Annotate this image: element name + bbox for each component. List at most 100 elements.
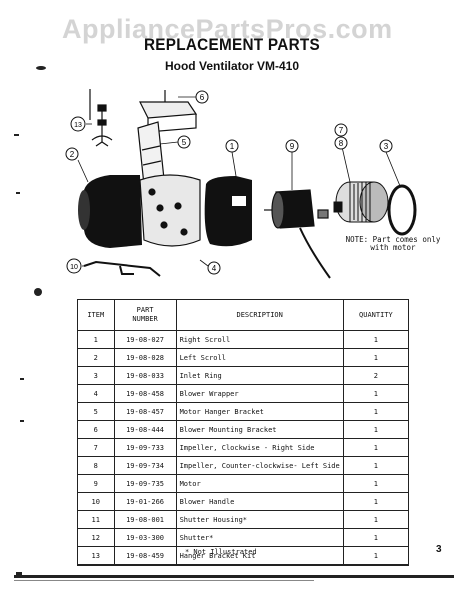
callout-6: 6	[195, 90, 209, 104]
cell-description: Blower Wrapper	[175, 384, 344, 403]
page-number: 3	[436, 544, 442, 555]
cell-item: 1	[77, 330, 115, 349]
callout-9: 9	[285, 139, 299, 153]
diagram-note: NOTE: Part comes only with motor	[345, 235, 441, 252]
cell-item: 10	[77, 492, 115, 511]
cell-part-number: 19-08-033	[113, 366, 177, 385]
svg-text:4: 4	[212, 264, 217, 273]
impeller-drawing	[333, 181, 389, 223]
cell-part-number: 19-08-001	[113, 510, 177, 529]
cell-description: Motor Hanger Bracket	[175, 402, 344, 421]
callout-5: 5	[177, 135, 191, 149]
cell-part-number: 19-08-444	[113, 420, 177, 439]
cell-quantity: 1	[342, 348, 410, 367]
callout-4: 4	[207, 261, 221, 275]
cell-description: Motor	[175, 474, 344, 493]
cell-description: Impeller, Clockwise - Right Side	[175, 438, 344, 457]
svg-text:1: 1	[230, 142, 235, 151]
scan-mark	[20, 420, 24, 422]
svg-text:2: 2	[70, 150, 75, 159]
svg-text:10: 10	[70, 264, 78, 271]
motor-drawing	[264, 189, 331, 279]
callout-1: 1	[225, 139, 239, 153]
cell-description: Impeller, Counter-clockwise- Left Side	[175, 456, 344, 475]
callout-3: 3	[379, 139, 393, 153]
scan-mark	[20, 378, 24, 380]
bottom-rule	[14, 575, 454, 578]
cell-item: 13	[77, 546, 115, 566]
cell-item: 9	[77, 474, 115, 493]
svg-text:5: 5	[182, 138, 187, 147]
cell-item: 5	[77, 402, 115, 421]
cell-item: 7	[77, 438, 115, 457]
svg-text:6: 6	[200, 93, 205, 102]
cell-part-number: 19-08-459	[113, 546, 177, 566]
cell-part-number: 19-09-735	[113, 474, 177, 493]
svg-text:9: 9	[290, 142, 295, 151]
scan-mark	[36, 66, 46, 70]
cell-quantity: 1	[342, 528, 410, 547]
cell-part-number: 19-08-458	[113, 384, 177, 403]
cell-quantity: 1	[342, 330, 410, 349]
cell-part-number: 19-09-734	[113, 456, 177, 475]
blower-handle-drawing	[83, 260, 161, 277]
inlet-ring-drawing	[387, 184, 417, 236]
scan-mark	[14, 134, 19, 136]
cell-quantity: 1	[342, 420, 410, 439]
left-scroll-drawing	[78, 175, 142, 248]
exploded-parts-diagram: 1 2 3 4 5 6 7 8 9 10 13	[65, 89, 417, 279]
callout-7: 7	[334, 123, 348, 137]
hanger-bracket-kit-drawing	[89, 89, 113, 147]
cell-part-number: 19-08-027	[113, 330, 177, 349]
cell-part-number: 19-08-457	[113, 402, 177, 421]
cell-description: Inlet Ring	[175, 366, 344, 385]
page-title: REPLACEMENT PARTS	[143, 35, 321, 54]
cell-description: Shutter Housing*	[175, 510, 344, 529]
cell-description: Blower Mounting Bracket	[175, 420, 344, 439]
right-scroll-drawing	[204, 176, 252, 247]
watermark: AppliancePartsPros.com	[62, 14, 393, 44]
cell-quantity: 1	[342, 492, 410, 511]
cell-item: 3	[77, 366, 115, 385]
cell-item: 4	[77, 384, 115, 403]
cell-description: Shutter*	[175, 528, 344, 547]
callout-8: 8	[334, 136, 348, 150]
svg-text:8: 8	[339, 139, 344, 148]
cell-item: 2	[77, 348, 115, 367]
blower-mounting-bracket-drawing	[139, 90, 198, 133]
cell-description: Left Scroll	[175, 348, 344, 367]
scan-mark	[16, 192, 20, 194]
cell-quantity: 1	[342, 456, 410, 475]
cell-quantity: 1	[342, 546, 410, 566]
cell-item: 12	[77, 528, 115, 547]
svg-text:7: 7	[339, 126, 344, 135]
page-subtitle: Hood Ventilator VM-410	[164, 59, 300, 73]
cell-item: 8	[77, 456, 115, 475]
cell-description: Blower Handle	[175, 492, 344, 511]
header-description: DESCRIPTION	[175, 299, 344, 331]
blower-wrapper-drawing	[139, 174, 201, 247]
cell-quantity: 1	[342, 384, 410, 403]
cell-part-number: 19-08-028	[113, 348, 177, 367]
svg-text:3: 3	[384, 142, 389, 151]
callout-10: 10	[66, 258, 82, 274]
cell-part-number: 19-01-266	[113, 492, 177, 511]
callout-13: 13	[70, 116, 86, 132]
bottom-rule-thin	[14, 580, 314, 581]
cell-quantity: 1	[342, 438, 410, 457]
header-part-number: PART NUMBER	[113, 299, 177, 331]
cell-description: Hanger Bracket Kit	[175, 546, 344, 566]
